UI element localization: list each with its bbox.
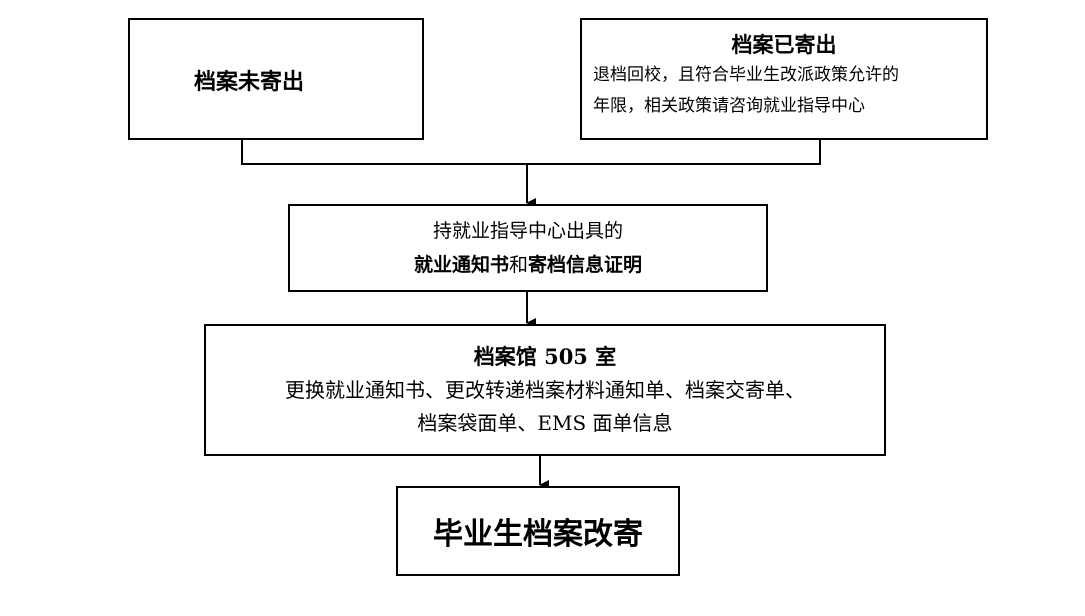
proof-line2: 就业通知书和寄档信息证明 (414, 248, 642, 282)
proof-line1: 持就业指导中心出具的 (432, 220, 623, 242)
archive-sent-desc-line2: 年限，相关政策请咨询就业指导中心 (593, 96, 865, 116)
archive-sent-title: 档案已寄出 (731, 32, 837, 57)
final-result-box: 毕业生档案改寄 (396, 486, 680, 576)
proof-conjunction: 和 (508, 254, 528, 276)
archive-unsent-title: 档案未寄出 (194, 69, 305, 95)
archive-room-title: 档案馆 505 室 (473, 344, 617, 369)
proof-employment-notice: 就业通知书 (413, 254, 509, 276)
proof-mailing-certificate: 寄档信息证明 (528, 254, 643, 276)
archive-sent-box: 档案已寄出 退档回校，且符合毕业生改派政策允许的 年限，相关政策请咨询就业指导中… (580, 18, 988, 140)
archive-unsent-box: 档案未寄出 (128, 18, 424, 140)
archive-room-box: 档案馆 505 室 更换就业通知书、更改转递档案材料通知单、档案交寄单、 档案袋… (204, 324, 886, 456)
proof-documents-box: 持就业指导中心出具的 就业通知书和寄档信息证明 (288, 204, 768, 292)
archive-sent-desc-line1: 退档回校，且符合毕业生改派政策允许的 (593, 65, 899, 85)
archive-room-desc-line2: 档案袋面单、EMS 面单信息 (417, 411, 673, 435)
archive-room-desc-line1: 更换就业通知书、更改转递档案材料通知单、档案交寄单、 (285, 378, 805, 402)
archive-sent-description: 退档回校，且符合毕业生改派政策允许的 年限，相关政策请咨询就业指导中心 (593, 60, 975, 122)
final-result-title: 毕业生档案改寄 (433, 517, 643, 552)
